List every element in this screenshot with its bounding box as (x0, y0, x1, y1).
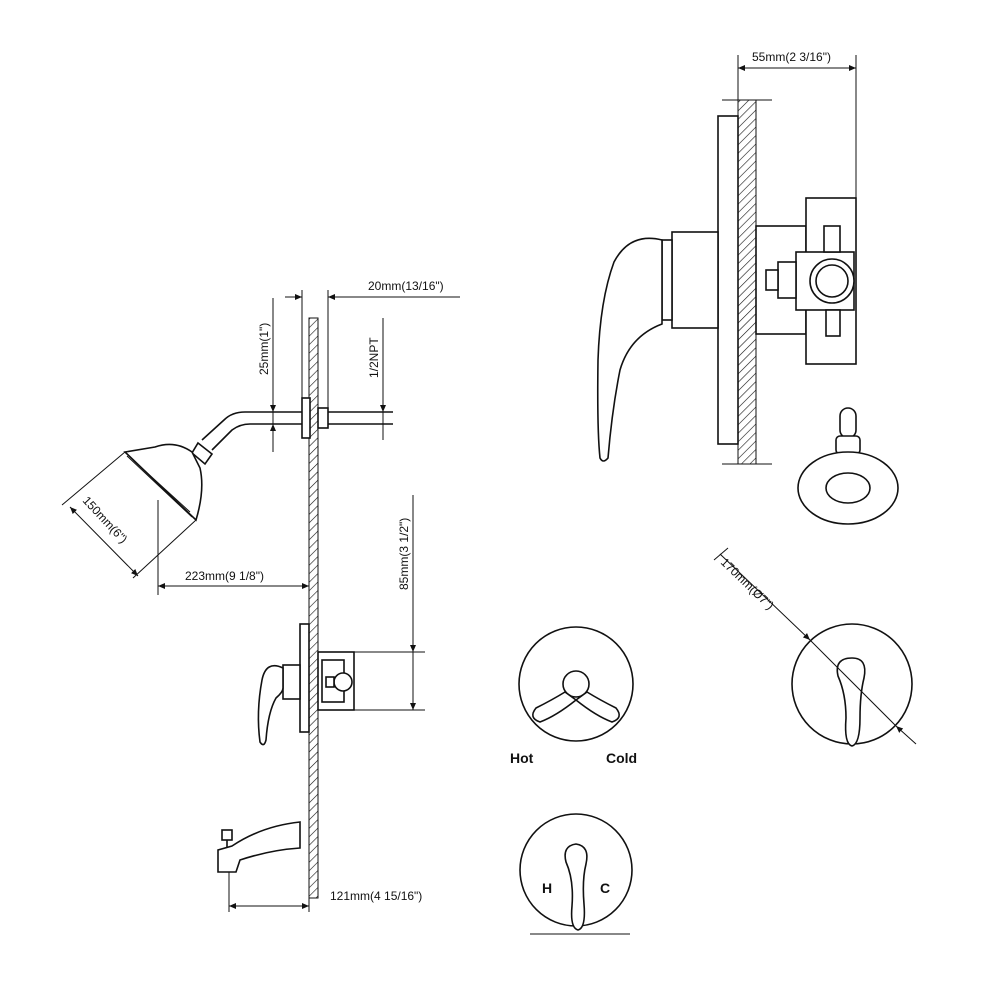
plate-diameter-label: 170mm(Ø7") (718, 555, 777, 613)
arm-rise-label: 25mm(1") (257, 323, 271, 375)
c-label: C (600, 880, 610, 896)
wall-section-detail (737, 99, 757, 465)
valve-height-label: 85mm(3 1/2") (397, 518, 411, 590)
shower-arm (201, 397, 393, 451)
head-diameter-label: 150mm(6") (80, 493, 130, 546)
h-label: H (542, 880, 552, 896)
spout-reach-label: 121mm(4 15/16") (330, 889, 422, 903)
dual-lever-plate: Hot Cold (510, 626, 637, 766)
valve-depth-label: 55mm(2 3/16") (752, 50, 831, 64)
arm-depth-label: 20mm(13/16") (368, 279, 444, 293)
head-reach-label: 223mm(9 1/8") (185, 569, 264, 583)
hot-label: Hot (510, 750, 534, 766)
pipe-thread-label: 1/2NPT (367, 337, 381, 378)
valve-detail-side: 55mm(2 3/16") (596, 50, 857, 465)
valve-side (257, 623, 355, 746)
cold-label: Cold (606, 750, 637, 766)
shower-head-front (797, 407, 899, 525)
wall-section (308, 317, 319, 899)
tub-spout-side (217, 821, 301, 873)
single-lever-plate: H C (519, 813, 633, 935)
shower-head-side (123, 441, 214, 522)
escutcheon-plate: 170mm(Ø7") (713, 547, 917, 747)
side-view-assembly: 150mm(6") 223mm(9 1/8") 25mm(1") 1/2NPT … (61, 279, 460, 912)
